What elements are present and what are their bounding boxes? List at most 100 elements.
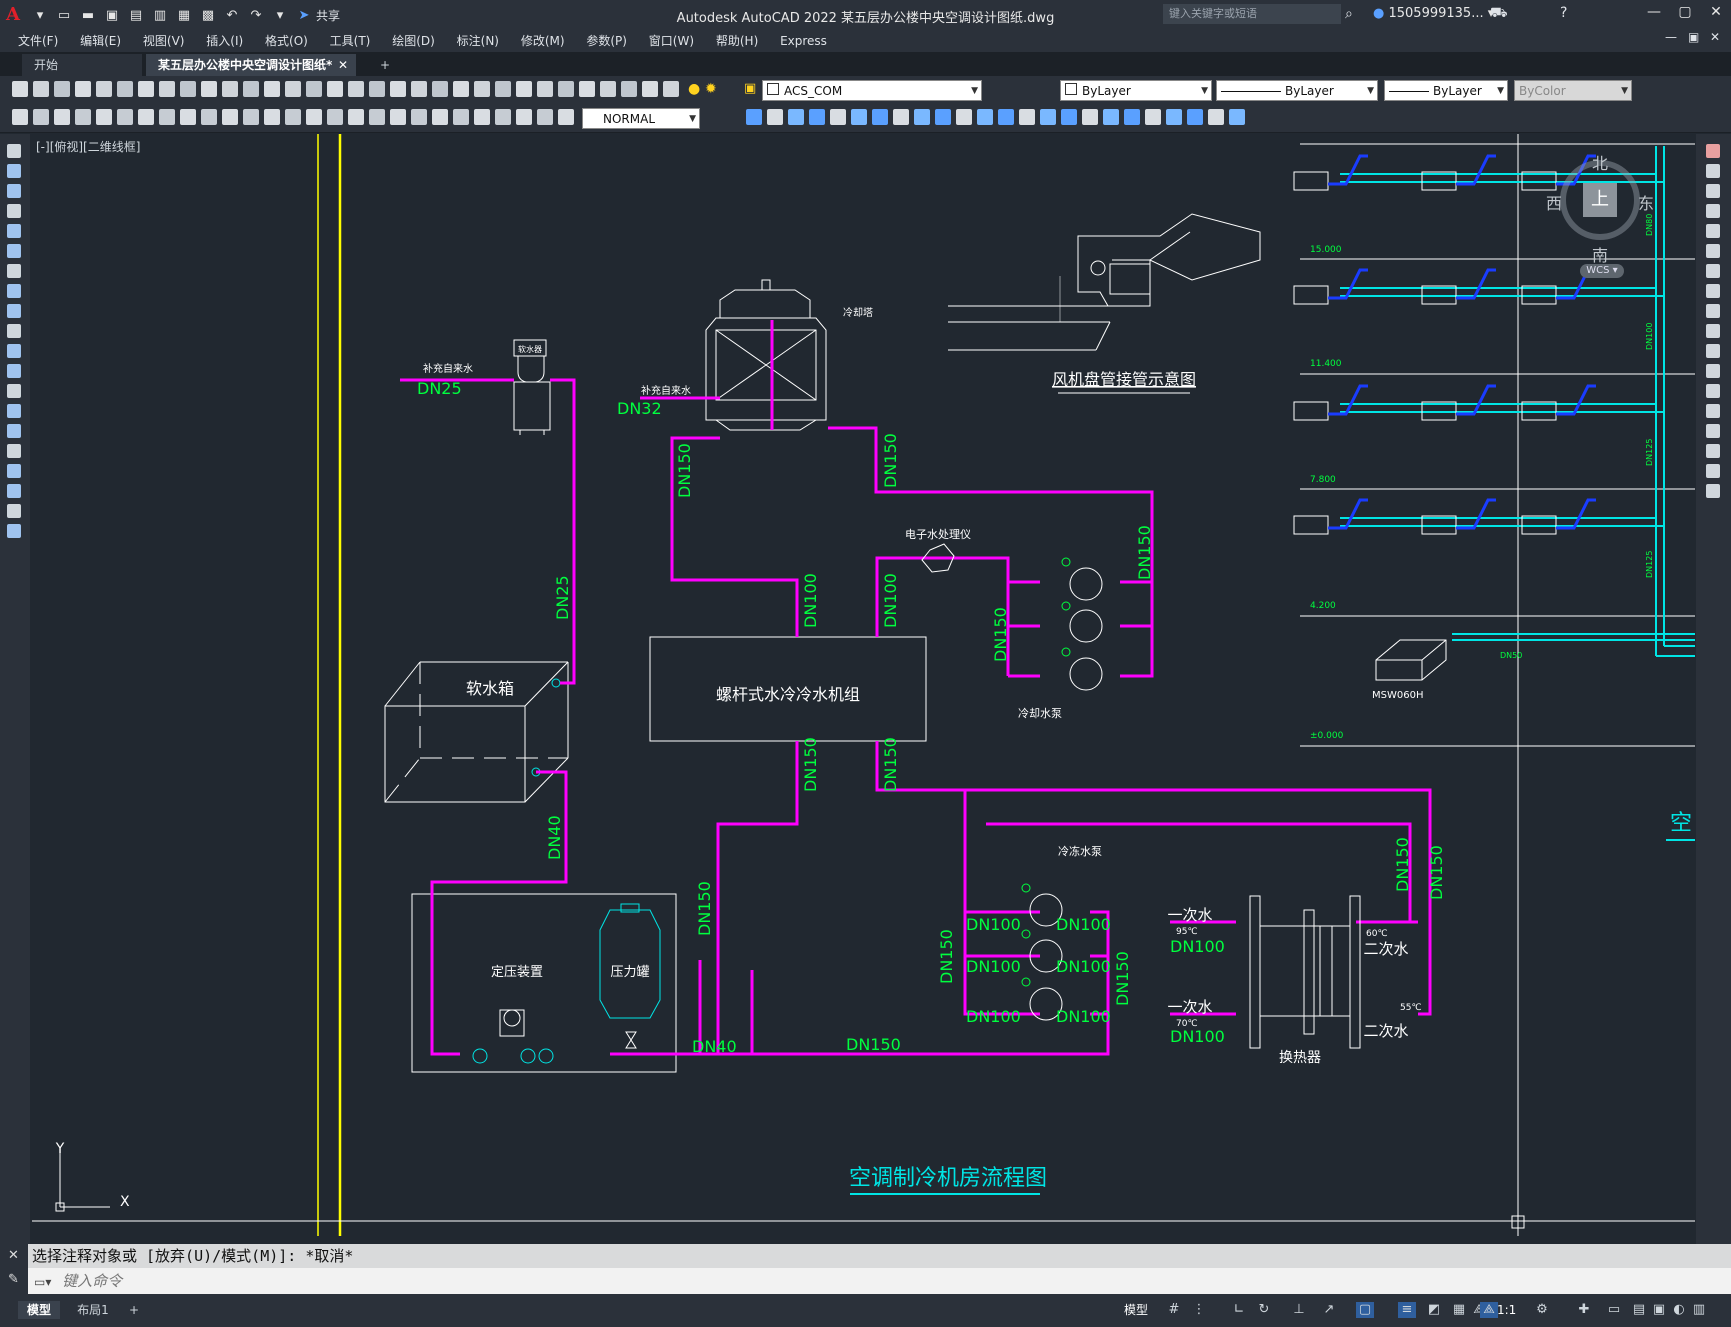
help-icon[interactable] <box>474 81 490 97</box>
mtext-icon[interactable] <box>7 504 21 518</box>
search-icon[interactable]: ⌕ <box>1345 6 1353 22</box>
group-icon[interactable] <box>1208 109 1224 125</box>
revcloud-icon[interactable] <box>7 284 21 298</box>
point-icon[interactable] <box>7 404 21 418</box>
paste-icon[interactable] <box>180 81 196 97</box>
isolate-icon[interactable]: ◐ <box>1673 1302 1685 1317</box>
publish-icon[interactable] <box>621 81 637 97</box>
print-icon[interactable] <box>579 81 595 97</box>
text-icon[interactable] <box>1145 109 1161 125</box>
trim-icon[interactable] <box>1706 324 1720 338</box>
ortho-icon[interactable]: ∟ <box>1233 1302 1245 1317</box>
menu-format[interactable]: 格式(O) <box>265 34 308 48</box>
radius-dim-icon[interactable] <box>516 109 532 125</box>
insert-icon[interactable] <box>1187 109 1203 125</box>
doc-minimize-icon[interactable]: — <box>1665 30 1677 44</box>
publish-icon[interactable] <box>117 81 133 97</box>
tab-drawing[interactable]: 某五层办公楼中央空调设计图纸* ✕ <box>146 54 356 76</box>
redo-icon[interactable]: ↷ <box>250 7 262 23</box>
inspect-icon[interactable] <box>327 109 343 125</box>
circle-icon[interactable] <box>7 264 21 278</box>
move-icon[interactable] <box>1706 244 1720 258</box>
command-input[interactable]: ▭▾ 键入命令 <box>28 1268 1731 1294</box>
arc-dim-icon[interactable] <box>54 109 70 125</box>
tab-start[interactable]: 开始 <box>22 54 142 76</box>
menu-arrow-icon[interactable]: ▾ <box>36 7 44 23</box>
viewcube-west[interactable]: 西 <box>1546 194 1563 213</box>
menu-help[interactable]: 帮助(H) <box>715 34 759 48</box>
grid-icon[interactable]: # <box>1168 1302 1180 1317</box>
field-icon[interactable] <box>1019 109 1035 125</box>
new-icon[interactable] <box>12 81 28 97</box>
undo-icon[interactable]: ↶ <box>226 7 238 23</box>
layer-lock-icon[interactable]: ▣ <box>744 81 757 96</box>
maximize-button[interactable]: ▢ <box>1678 4 1692 20</box>
extend-icon[interactable] <box>1706 344 1720 358</box>
linear-dim-icon[interactable] <box>432 109 448 125</box>
xref-icon[interactable] <box>935 109 951 125</box>
gradient-icon[interactable] <box>1061 109 1077 125</box>
tab-layout1[interactable]: 布局1 <box>68 1301 118 1319</box>
break-icon[interactable] <box>1706 384 1720 398</box>
tab-add-button[interactable]: + <box>380 58 391 72</box>
undo-icon[interactable] <box>222 81 238 97</box>
save-icon[interactable] <box>54 81 70 97</box>
viewcube-south[interactable]: 南 <box>1592 246 1609 265</box>
open-web-icon[interactable]: ▥ <box>153 7 167 23</box>
units-icon[interactable]: ▭ <box>1607 1302 1621 1317</box>
layer-prev-icon[interactable] <box>767 109 783 125</box>
menu-edit[interactable]: 编辑(E) <box>80 34 122 48</box>
sheetset-icon[interactable] <box>411 81 427 97</box>
doc-close-icon[interactable]: ✕ <box>1710 30 1721 44</box>
share-label[interactable]: 共享 <box>316 8 341 23</box>
image-icon[interactable] <box>956 109 972 125</box>
cart-icon[interactable]: ⛟ <box>1490 5 1508 21</box>
layer-off-icon[interactable] <box>809 109 825 125</box>
menu-express[interactable]: Express <box>780 34 827 48</box>
offset-icon[interactable] <box>1706 204 1720 218</box>
command-grip[interactable]: ✕ ✎ <box>0 1244 28 1294</box>
designcenter-icon[interactable] <box>369 81 385 97</box>
open-icon[interactable] <box>33 81 49 97</box>
save-icon[interactable] <box>558 81 574 97</box>
insert-block-icon[interactable] <box>7 364 21 378</box>
scale-icon[interactable] <box>1706 284 1720 298</box>
hatch-icon[interactable] <box>1040 109 1056 125</box>
table-icon[interactable] <box>998 109 1014 125</box>
add-selected-icon[interactable] <box>7 524 21 538</box>
stretch-icon[interactable] <box>1706 304 1720 318</box>
share-icon[interactable]: ➤ <box>298 7 310 23</box>
command-prompt-icon[interactable]: ▭▾ <box>34 1275 52 1289</box>
save-web-icon[interactable]: ▦ <box>177 7 191 23</box>
tab-close-icon[interactable]: ✕ <box>337 58 348 72</box>
viewcube-north[interactable]: 北 <box>1592 154 1609 173</box>
diameter-dim-icon[interactable] <box>558 109 574 125</box>
quick-properties-icon[interactable]: ▤ <box>1632 1302 1646 1317</box>
lineweight-dropdown[interactable]: ByLayer▼ <box>1384 80 1508 101</box>
break-point-icon[interactable] <box>1706 364 1720 378</box>
arc-icon[interactable] <box>7 244 21 258</box>
graphics-perf-icon[interactable]: ▥ <box>1692 1302 1706 1317</box>
autocad-logo-icon[interactable]: A <box>6 4 20 25</box>
layer-freeze-icon[interactable] <box>830 109 846 125</box>
wcs-menu[interactable]: WCS ▾ <box>1580 264 1624 278</box>
spline-icon[interactable] <box>7 304 21 318</box>
minimize-button[interactable]: — <box>1647 4 1661 20</box>
open-icon[interactable] <box>537 81 553 97</box>
block-icon[interactable] <box>893 109 909 125</box>
viewcube-top-face[interactable]: 上 <box>1583 183 1617 217</box>
customize-icon[interactable]: ▾ <box>276 7 284 23</box>
snap-icon[interactable]: ⋮ <box>1192 1302 1206 1317</box>
explode-icon[interactable] <box>1706 484 1720 498</box>
dimedit-icon[interactable] <box>369 109 385 125</box>
region-icon[interactable] <box>1082 109 1098 125</box>
open-file-icon[interactable]: ▬ <box>81 7 95 23</box>
center-mark-icon[interactable] <box>306 109 322 125</box>
linetype-dropdown[interactable]: ByLayer▼ <box>1216 80 1378 101</box>
workspace-gear-icon[interactable]: ⚙ <box>1536 1302 1548 1317</box>
blend-icon[interactable] <box>1706 464 1720 478</box>
ordinate-dim-icon[interactable] <box>495 109 511 125</box>
baseline-dim-icon[interactable] <box>201 109 217 125</box>
user-account[interactable]: ● 1505999135... ▾ <box>1373 6 1495 21</box>
menu-window[interactable]: 窗口(W) <box>648 34 695 48</box>
